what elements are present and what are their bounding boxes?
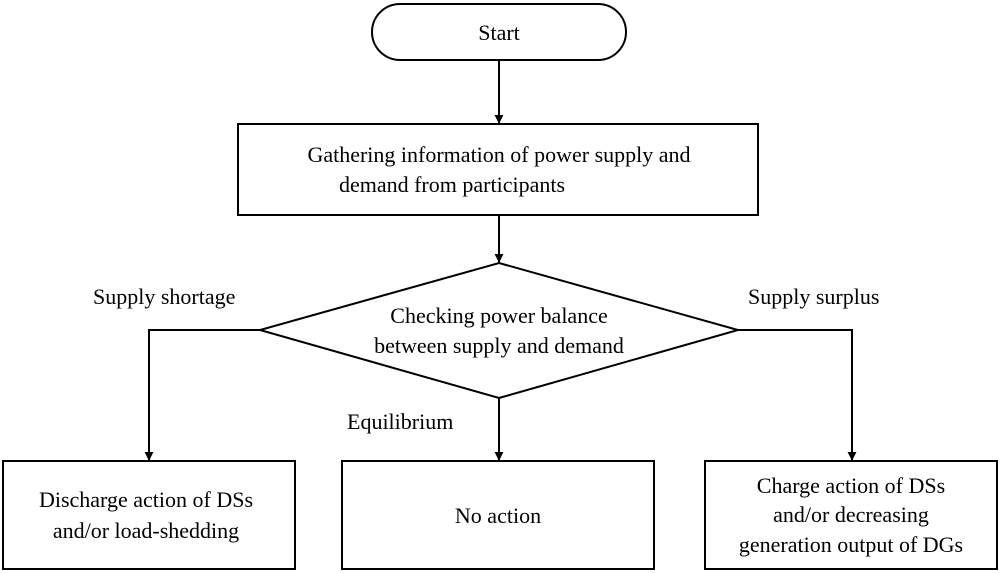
edge-label-supply-shortage: Supply shortage <box>93 284 235 309</box>
discharge-label-line-1: Discharge action of DSs <box>39 487 253 512</box>
charge-shape <box>704 460 998 570</box>
charge-label-line-2: and/or decreasing <box>773 502 929 527</box>
edge-check-to-discharge <box>144 329 260 461</box>
check-label-line-1: Checking power balance <box>390 303 607 328</box>
discharge-shape <box>2 460 296 570</box>
no-action-shape <box>341 460 655 570</box>
gather-shape <box>237 123 759 216</box>
check-shape <box>256 261 742 400</box>
charge-label-line-3: generation output of DGs <box>739 532 963 557</box>
gather-label-line-1: Gathering information of power supply an… <box>307 142 690 167</box>
charge-node: Charge action of DSs and/or decreasing g… <box>704 460 998 570</box>
no-action-label: No action <box>455 503 541 528</box>
discharge-node: Discharge action of DSs and/or load-shed… <box>2 460 296 570</box>
check-node: Checking power balance between supply an… <box>256 261 742 400</box>
edge-label-supply-surplus: Supply surplus <box>748 284 879 309</box>
no-action-node: No action <box>341 460 655 570</box>
edge-check-to-charge <box>738 329 857 461</box>
start-node: Start <box>371 3 627 61</box>
edge-label-equilibrium: Equilibrium <box>347 409 453 434</box>
charge-label-line-1: Charge action of DSs <box>757 473 945 498</box>
start-label: Start <box>478 20 520 45</box>
gather-label-line-2: demand from participants <box>339 172 565 197</box>
discharge-label-line-2: and/or load-shedding <box>53 518 239 543</box>
gather-node: Gathering information of power supply an… <box>237 123 759 216</box>
check-label-line-2: between supply and demand <box>374 333 624 358</box>
